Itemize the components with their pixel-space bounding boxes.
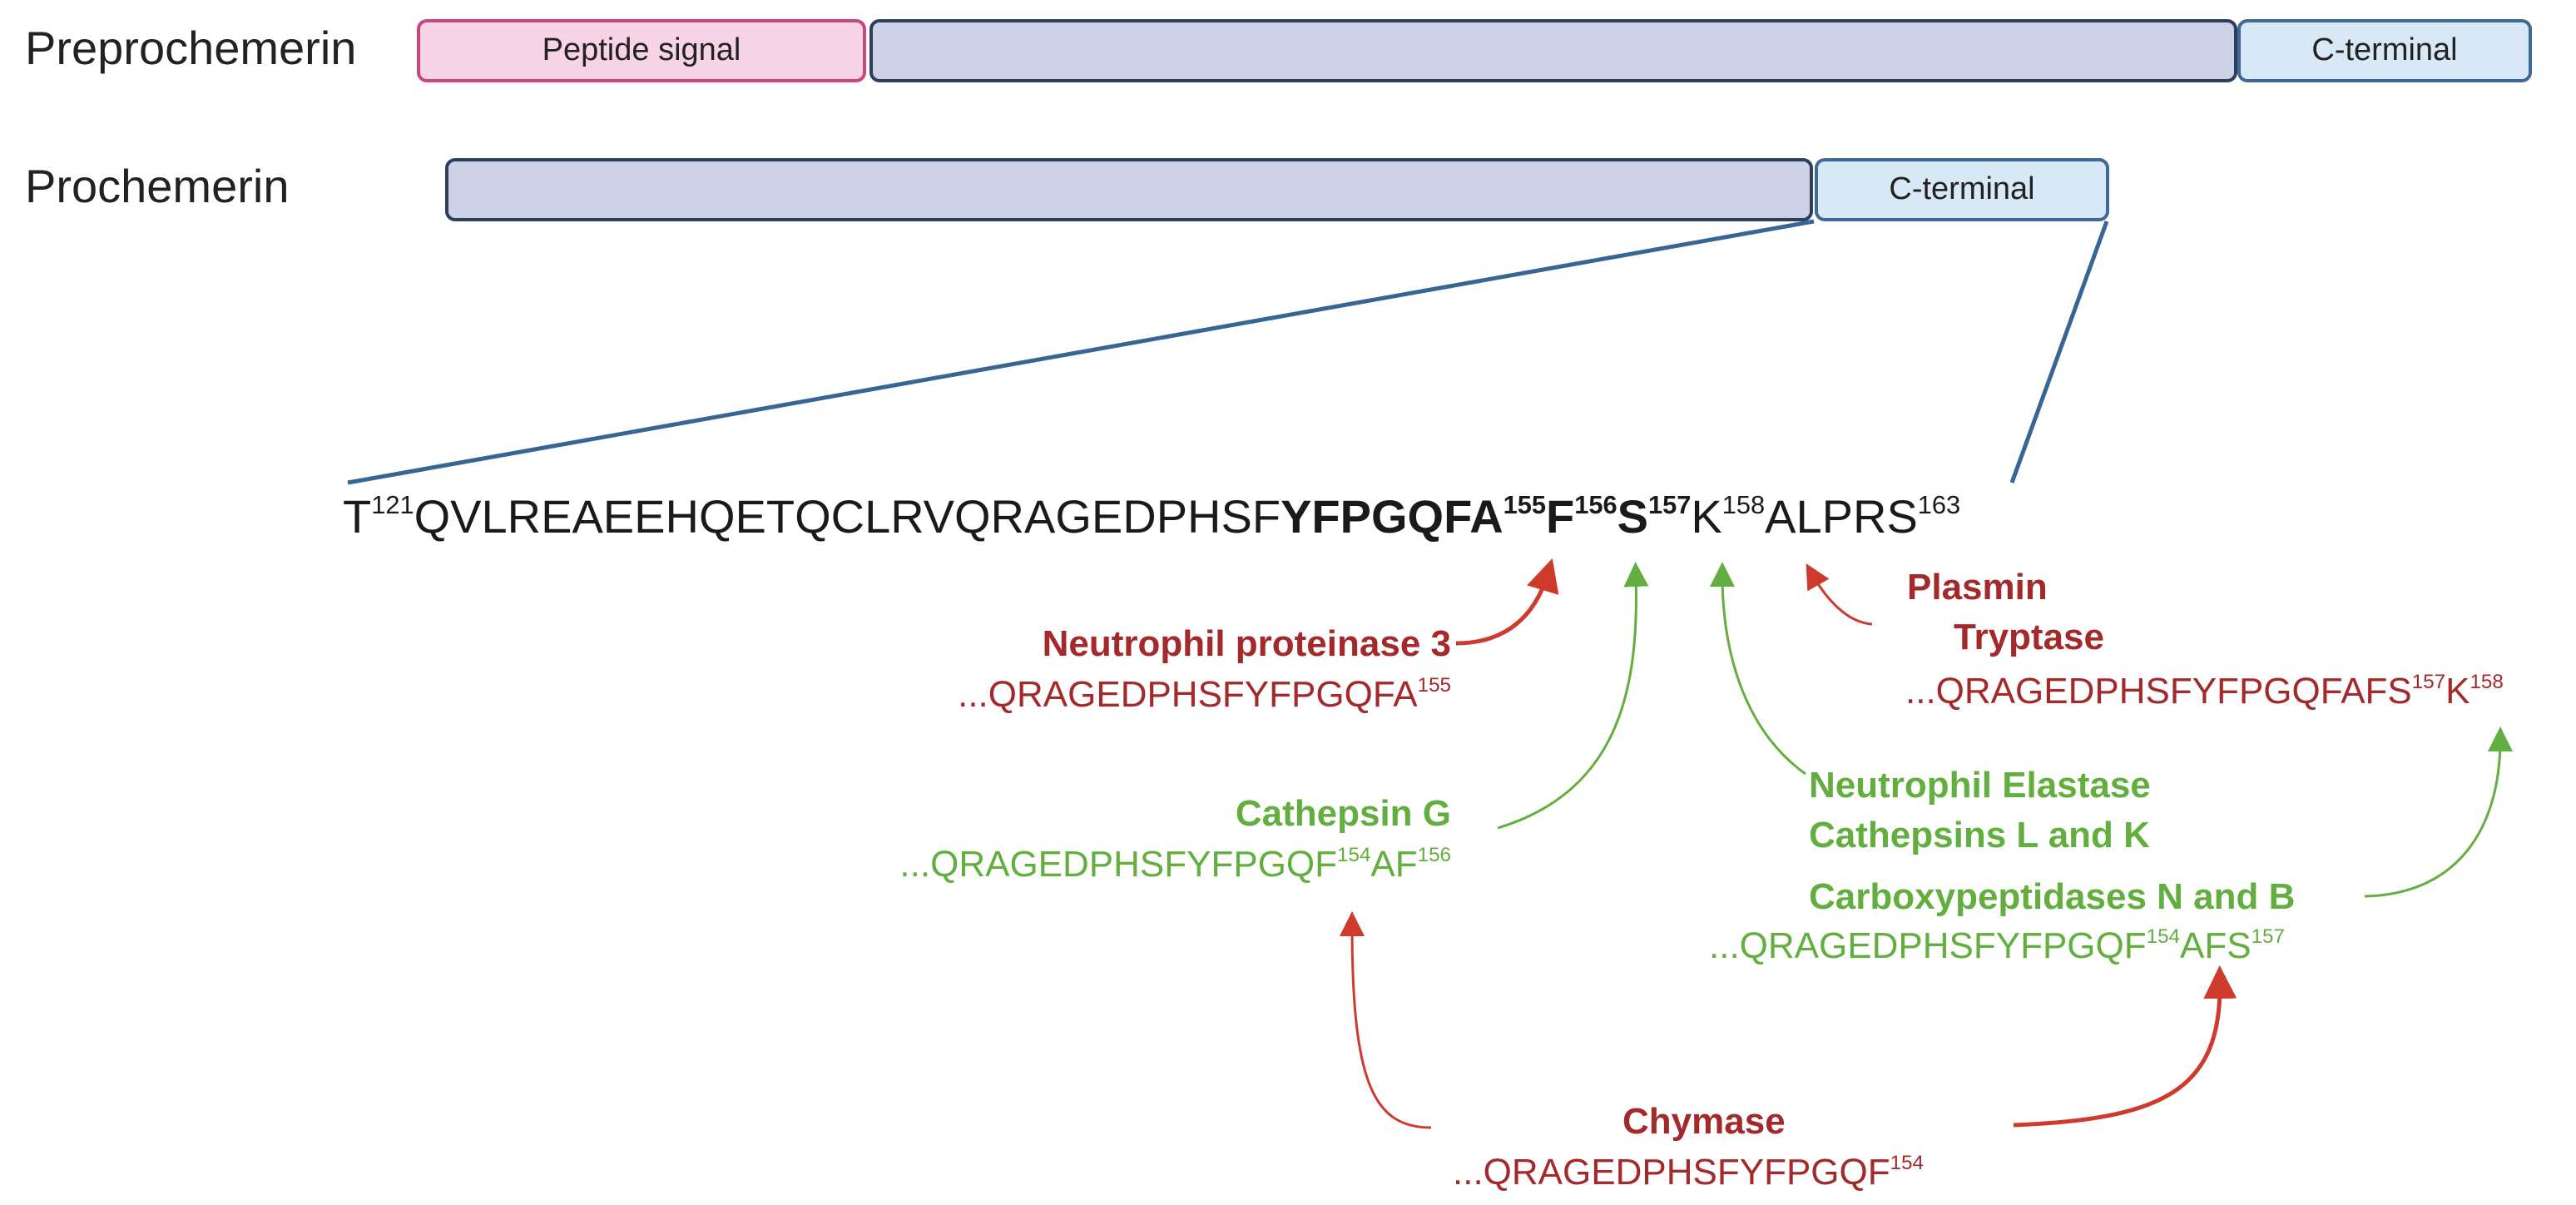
seq-tail: ALPRS <box>1765 490 1918 543</box>
cathepsin-g-peptide: ...QRAGEDPHSFYFPGQF154AF156 <box>899 845 1451 883</box>
cterminal-label-pro: C-terminal <box>1889 171 2034 206</box>
carboxypeptidases-peptide-num-1: 154 <box>2146 925 2180 948</box>
preprochemerin-signal-box <box>417 19 866 82</box>
seq-num-163: 163 <box>1917 490 1961 519</box>
elastase-name: Neutrophil Elastase <box>1809 765 2151 806</box>
signal-box-label: Peptide signal <box>542 32 741 67</box>
arrow-elastase <box>1710 562 1806 776</box>
cathepsin-g-peptide-num-1: 154 <box>1337 844 1371 866</box>
seq-start-residue: T <box>343 490 372 543</box>
seq-res-k: K <box>1691 490 1722 543</box>
seq-bold-part: YFPGQFA <box>1281 490 1503 543</box>
prochemerin-cterminal-box <box>1815 158 2109 221</box>
carboxypeptidases-name: Carboxypeptidases N and B <box>1809 876 2296 917</box>
arrow-carboxypeptidases <box>2364 726 2513 898</box>
prochemerin-label: Prochemerin <box>25 160 290 212</box>
cathepsin-g-peptide-num-2: 156 <box>1417 844 1451 866</box>
carboxypeptidases-peptide-mid: AFS <box>2179 925 2252 967</box>
seq-res-f: F <box>1546 490 1575 543</box>
cathepsin-g-peptide-mid: AF <box>1370 844 1418 885</box>
proteinase3-peptide-seq: ...QRAGEDPHSFYFPGQFA <box>958 674 1418 716</box>
prochemerin-body-box <box>445 158 1813 221</box>
preprochemerin-cterminal-box <box>2237 19 2532 82</box>
arrow-cathepsin-g <box>1497 562 1649 830</box>
seq-num-157: 157 <box>1648 490 1692 519</box>
seq-num-158: 158 <box>1721 490 1766 519</box>
plasmin-peptide-mid: K <box>2445 671 2470 712</box>
carboxypeptidases-peptide: ...QRAGEDPHSFYFPGQF154AFS157 <box>1709 925 2285 967</box>
chymase-name: Chymase <box>1622 1101 1786 1142</box>
preprochemerin-body-box <box>869 19 2237 82</box>
chymase-peptide-num: 154 <box>1890 1152 1924 1174</box>
arrow-proteinase3 <box>1455 558 1559 646</box>
chymase-peptide: ...QRAGEDPHSFYFPGQF154 <box>1453 1153 1924 1191</box>
preprochemerin-label: Preprochemerin <box>25 22 357 74</box>
carboxypeptidases-peptide-seq: ...QRAGEDPHSFYFPGQF <box>1709 925 2147 967</box>
cterminal-label-pre: C-terminal <box>2311 32 2457 67</box>
carboxypeptidases-peptide-num-2: 157 <box>2251 925 2285 948</box>
seq-num-156: 156 <box>1574 490 1617 519</box>
plasmin-peptide-num-2: 158 <box>2469 671 2504 693</box>
cathepsin-g-peptide-seq: ...QRAGEDPHSFYFPGQF <box>899 844 1338 885</box>
proteinase3-peptide: ...QRAGEDPHSFYFPGQFA155 <box>958 674 1451 716</box>
plasmin-peptide: ...QRAGEDPHSFYFPGQFAFS157K158 <box>1905 672 2504 710</box>
proteinase3-peptide-num: 155 <box>1417 674 1451 697</box>
seq-num-121: 121 <box>371 490 414 519</box>
tryptase-name: Tryptase <box>1954 617 2104 657</box>
arrow-chymase-right <box>2013 965 2237 1128</box>
plasmin-peptide-seq: ...QRAGEDPHSFYFPGQFAFS <box>1905 671 2412 712</box>
cathepsins-lk-name: Cathepsins L and K <box>1809 815 2150 855</box>
chymase-peptide-seq: ...QRAGEDPHSFYFPGQF <box>1453 1152 1890 1193</box>
zoom-line-left <box>347 219 1815 485</box>
seq-plain-part: QVLREAEEHQETQCLRVQRAGEDPHSF <box>414 490 1281 543</box>
zoom-line-right <box>2009 221 2109 483</box>
plasmin-peptide-num-1: 157 <box>2411 671 2446 693</box>
plasmin-name: Plasmin <box>1907 567 2048 607</box>
arrow-plasmin <box>1806 563 1873 626</box>
seq-num-155: 155 <box>1503 490 1547 519</box>
seq-res-s: S <box>1617 490 1649 543</box>
sequence-line: T121QVLREAEEHQETQCLRVQRAGEDPHSFYFPGQFA15… <box>343 490 1961 543</box>
cathepsin-g-name: Cathepsin G <box>1235 793 1451 834</box>
arrow-chymase-left <box>1340 911 1432 1129</box>
proteinase3-name: Neutrophil proteinase 3 <box>1042 623 1451 664</box>
